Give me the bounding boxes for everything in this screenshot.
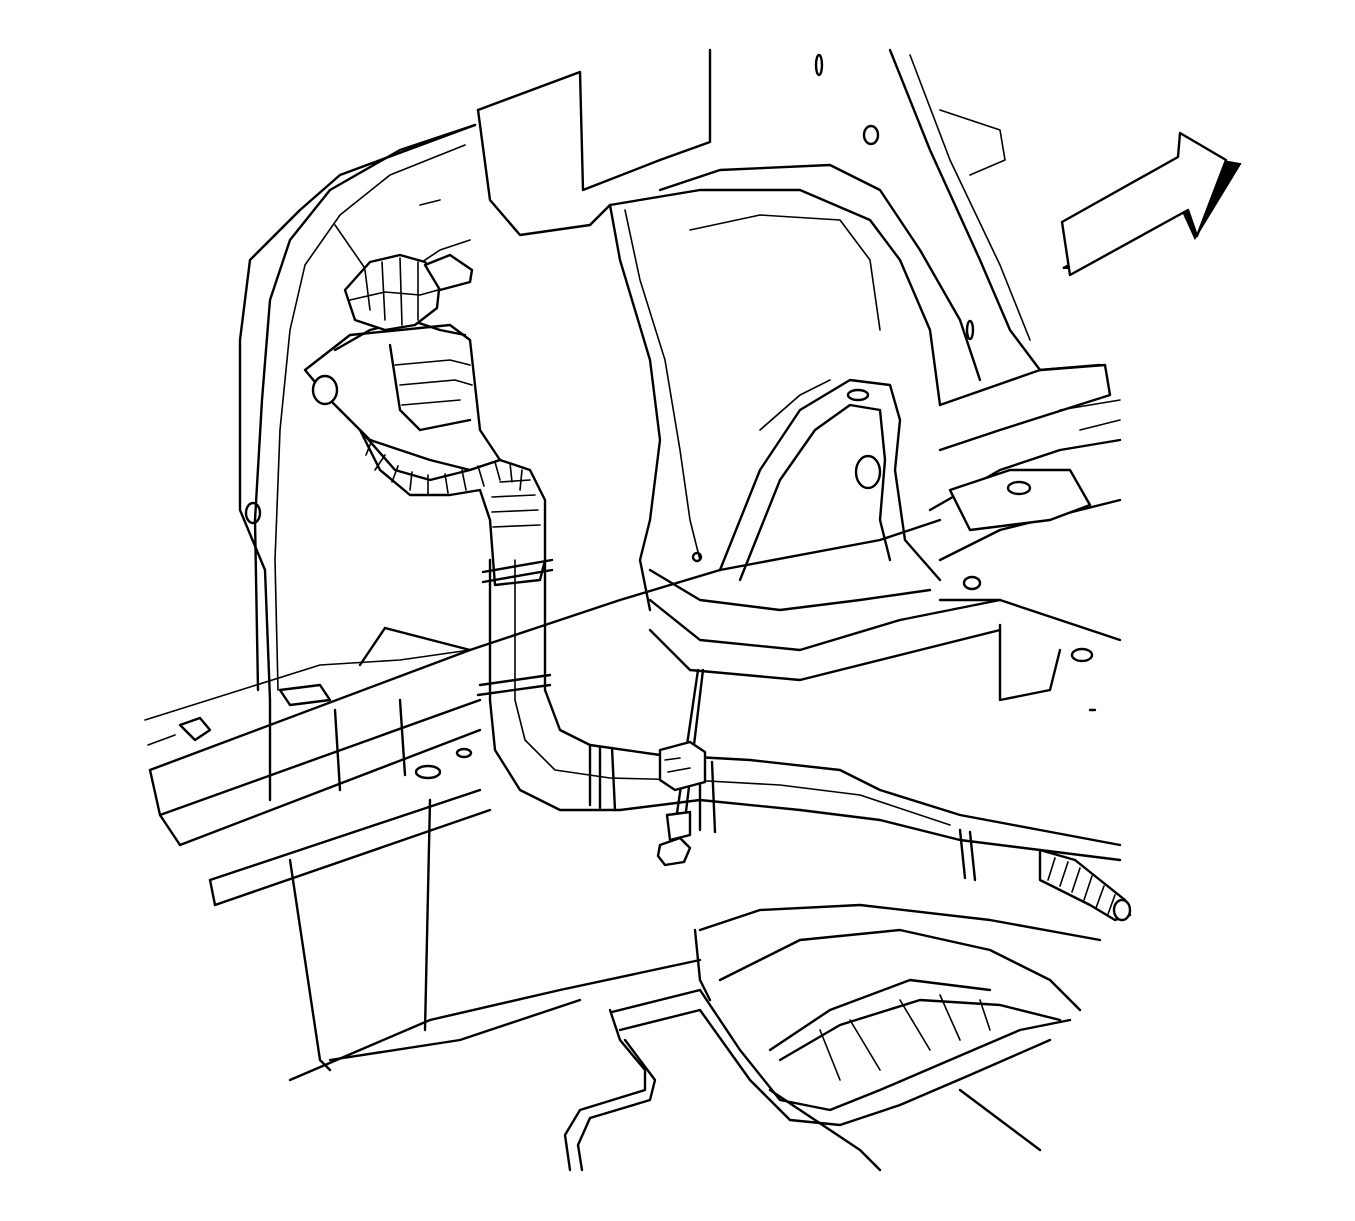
floor-pan bbox=[288, 798, 1102, 1082]
shock-tower-bracket bbox=[648, 378, 1002, 682]
rear-wheelhouse bbox=[476, 48, 1112, 612]
spare-tire-well bbox=[563, 928, 1082, 1172]
fuel-filler-cap-icon bbox=[343, 253, 474, 332]
vent-hose-end bbox=[1038, 848, 1132, 922]
fuel-filler-neck bbox=[303, 318, 502, 472]
filler-hose bbox=[358, 428, 547, 587]
retaining-bolt-icon bbox=[656, 668, 707, 867]
vent-hose bbox=[476, 558, 1122, 882]
direction-arrow-icon bbox=[1060, 131, 1242, 277]
rear-crossmember bbox=[928, 399, 1122, 712]
rear-frame-rail bbox=[144, 518, 942, 907]
